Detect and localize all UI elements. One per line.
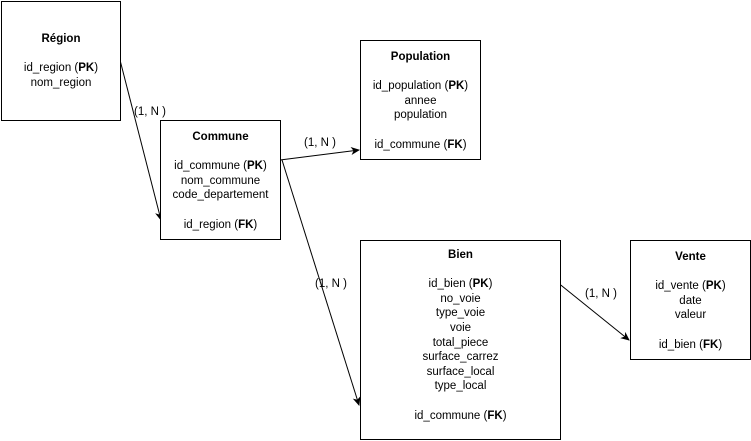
population-attr-id: id_population (PK) [372, 80, 469, 93]
region-attr-nom: nom_region [30, 76, 92, 89]
commune-attr-fk: id_region (FK) [183, 218, 258, 231]
entity-vente[interactable]: Vente id_vente (PK) date valeur id_bien … [630, 240, 751, 360]
cardinality-bien-vente: (1, N ) [585, 288, 617, 300]
cardinality-commune-population: (1, N ) [304, 137, 336, 149]
commune-attr-nom: nom_commune [180, 174, 261, 187]
population-attr-fk: id_commune (FK) [374, 138, 467, 151]
cardinality-commune-bien: (1, N ) [315, 278, 347, 290]
bien-attr-type-local: type_local [434, 380, 487, 393]
arrow-commune-population [279, 147, 360, 161]
bien-attr-id: id_bien (PK) [428, 278, 493, 291]
arrow-bien-vente [556, 281, 630, 341]
bien-attr-fk: id_commune (FK) [414, 409, 507, 422]
arrow-region-commune [119, 59, 163, 221]
bien-attr-surface-carrez: surface_carrez [422, 351, 499, 364]
cardinality-region-commune: (1, N ) [134, 106, 166, 118]
bien-attr-total-piece: total_piece [432, 336, 489, 349]
vente-attr-date: date [679, 294, 702, 307]
entity-population-title: Population [390, 51, 451, 63]
commune-attr-id: id_commune (PK) [174, 160, 267, 173]
entity-vente-title: Vente [675, 251, 706, 263]
bien-attr-type-voie: type_voie [435, 307, 486, 320]
entity-bien-title: Bien [448, 249, 473, 261]
commune-attr-code: code_departement [172, 189, 269, 202]
arrow-commune-bien [281, 159, 361, 406]
population-attr-annee: annee [404, 94, 437, 107]
entity-population[interactable]: Population id_population (PK) annee popu… [360, 40, 481, 160]
vente-attr-id: id_vente (PK) [655, 280, 726, 293]
entity-bien[interactable]: Bien id_bien (PK) no_voie type_voie voie… [360, 240, 561, 440]
bien-attr-voie: voie [449, 321, 472, 334]
region-attr-id: id_region (PK) [23, 62, 99, 75]
bien-attr-no-voie: no_voie [440, 292, 481, 305]
entity-commune[interactable]: Commune id_commune (PK) nom_commune code… [160, 120, 281, 240]
bien-attr-surface-local: surface_local [426, 365, 495, 378]
entity-region[interactable]: Région id_region (PK) nom_region [1, 1, 121, 121]
population-attr-population: population [393, 109, 448, 122]
vente-attr-fk: id_bien (FK) [658, 338, 723, 351]
entity-region-title: Région [41, 33, 81, 45]
vente-attr-valeur: valeur [674, 309, 707, 322]
entity-commune-title: Commune [192, 131, 249, 143]
